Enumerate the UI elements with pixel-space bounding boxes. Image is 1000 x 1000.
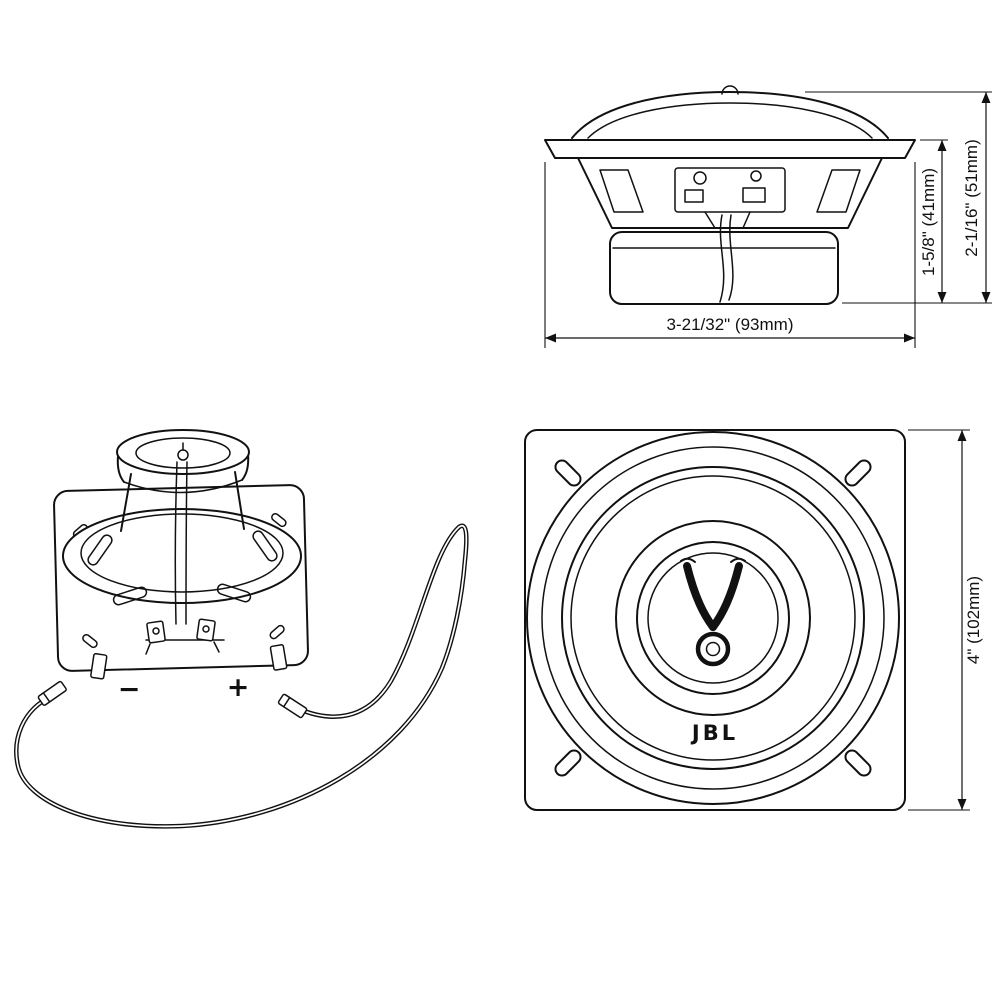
width-dimension-label: 3-21/32" (93mm) (667, 315, 794, 334)
screw-slot (271, 512, 287, 528)
mounting-slot-top-right (844, 459, 872, 487)
magnet-assembly (609, 231, 839, 305)
mount-depth-dimension-label: 1-5/8" (41mm) (919, 168, 938, 276)
polarity-negative-label: − (118, 674, 141, 705)
basket-vent (252, 530, 278, 562)
terminal-tab-negative (90, 652, 108, 680)
tweeter-bump (721, 85, 739, 95)
basket-vent (87, 534, 113, 566)
basket-vent-right (816, 169, 861, 213)
mount-depth-dimension: 1-5/8" (41mm) (842, 139, 992, 304)
surround-ring (62, 508, 302, 606)
brand-logo: JBL (690, 721, 738, 745)
terminal-bracket (674, 167, 786, 229)
wire-connector-left (37, 680, 67, 706)
tweeter-post-center (705, 641, 721, 657)
basket-vent-left (599, 169, 644, 213)
mounting-slot-top-left (554, 459, 582, 487)
tweeter-post-ring (695, 631, 731, 667)
basket-vent (216, 583, 252, 603)
side-view-drawing: 3-21/32" (93mm) 1-5/8" (41mm) 2-1/16" (5… (544, 85, 992, 348)
mounting-flange (544, 139, 916, 159)
speaker-wire (14, 523, 469, 829)
speaker-dome (571, 85, 889, 139)
basket-vent (112, 586, 148, 606)
rear-view-drawing: − + (14, 429, 469, 829)
wire-connector-right (277, 693, 308, 719)
total-depth-dimension: 2-1/16" (51mm) (805, 91, 992, 303)
screw-slot (269, 624, 285, 640)
cone-rings (526, 431, 900, 805)
width-dimension: 3-21/32" (93mm) (544, 162, 916, 348)
terminal-tab-positive (269, 644, 288, 671)
front-view-drawing: JBL 4" (102mm) (524, 429, 983, 811)
lead-wire (719, 214, 734, 303)
total-depth-dimension-label: 2-1/16" (51mm) (962, 139, 981, 257)
diameter-dimension-label: 4" (102mm) (964, 576, 983, 664)
mounting-slot-bottom-right (844, 749, 872, 777)
magnet-back (116, 429, 250, 532)
tweeter (680, 557, 746, 667)
screw-slot (82, 633, 98, 649)
diameter-dimension: 4" (102mm) (908, 429, 983, 811)
terminal-block (145, 461, 225, 655)
mounting-slot-bottom-left (554, 749, 582, 777)
speaker-basket (577, 157, 883, 229)
polarity-positive-label: + (227, 672, 250, 703)
